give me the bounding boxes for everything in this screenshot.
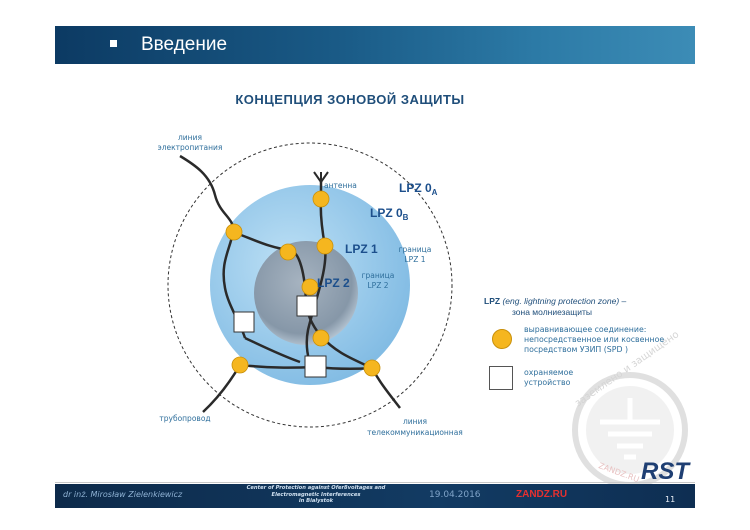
telecom-label: линия (403, 417, 427, 426)
footer-center-text: Center of Protection against Ofer8voltag… (241, 485, 391, 505)
border1-label: граница (399, 245, 432, 254)
legend-bonding-text: выравнивающее соединение: непосредственн… (524, 325, 665, 354)
lpz0-boundary (167, 142, 453, 428)
antenna-icon (313, 171, 329, 183)
legend-device-text: охраняемое устройство (524, 368, 574, 387)
border2-label-2: LPZ 2 (368, 281, 389, 290)
bullet-icon (110, 40, 117, 47)
bonding-point (231, 356, 249, 374)
device-legend-icon (489, 366, 513, 390)
antenna-label: антенна (324, 181, 357, 190)
slide-header: Введение (55, 26, 695, 64)
zone2-label: LPZ 2 (317, 276, 350, 290)
antenna-cable (305, 180, 327, 369)
footer-author: dr inż. Mirosław Zielenkiewicz (63, 490, 183, 499)
diagram-title: КОНЦЕПЦИЯ ЗОНОВОЙ ЗАЩИТЫ (235, 92, 465, 107)
bonding-point (316, 237, 334, 255)
legend-eng: (eng. lightning protection zone) (502, 296, 620, 306)
bonding-point (301, 278, 319, 296)
footer-center-line: in Bialystok (298, 498, 334, 505)
legend-dash: – (619, 296, 627, 306)
footer-divider (55, 482, 695, 483)
footer-center-line: Electromagnetic Interferences (271, 491, 361, 498)
device-link-left (244, 336, 301, 364)
zone0b-label: LPZ 0B (370, 206, 409, 222)
protected-device (296, 295, 318, 317)
telecom-label-2: телекоммуникационная (367, 428, 463, 437)
legend-row-device: охраняемое устройство (484, 362, 694, 396)
slide-title: Введение (141, 34, 228, 55)
legend-definition: LPZ (eng. lightning protection zone) – з… (484, 296, 694, 318)
bonding-point (279, 243, 297, 261)
border1-label-2: LPZ 1 (405, 255, 426, 264)
bonding-point (312, 190, 330, 208)
zone0a-label: LPZ 0A (399, 181, 438, 197)
bonding-legend-icon (492, 329, 512, 349)
legend-row-bonding: выравнивающее соединение: непосредственн… (484, 323, 694, 357)
power-line-label: линия (178, 133, 202, 142)
bonding-point (225, 223, 243, 241)
pipeline-label: трубопровод (159, 414, 210, 423)
protected-device (304, 355, 327, 378)
slide-footer: dr inż. Mirosław Zielenkiewicz Center of… (55, 484, 695, 508)
footer-center-line: Center of Protection against Ofer8voltag… (246, 485, 386, 491)
protected-device (233, 311, 255, 333)
footer-date: 19.04.2016 (429, 490, 481, 500)
border2-label: граница (362, 271, 395, 280)
legend-meaning: зона молниезащиты (512, 307, 593, 317)
rst-logo: RST (641, 458, 689, 485)
page-number: 11 (665, 495, 676, 504)
bonding-point (312, 329, 330, 347)
legend-term: LPZ (484, 296, 501, 306)
power-line-label-2: электропитания (158, 143, 223, 152)
bonding-point (363, 359, 381, 377)
footer-site[interactable]: ZANDZ.RU (516, 489, 568, 500)
legend: LPZ (eng. lightning protection zone) – з… (484, 296, 694, 396)
bonding-points (225, 190, 381, 377)
zone1-label: LPZ 1 (345, 242, 378, 256)
